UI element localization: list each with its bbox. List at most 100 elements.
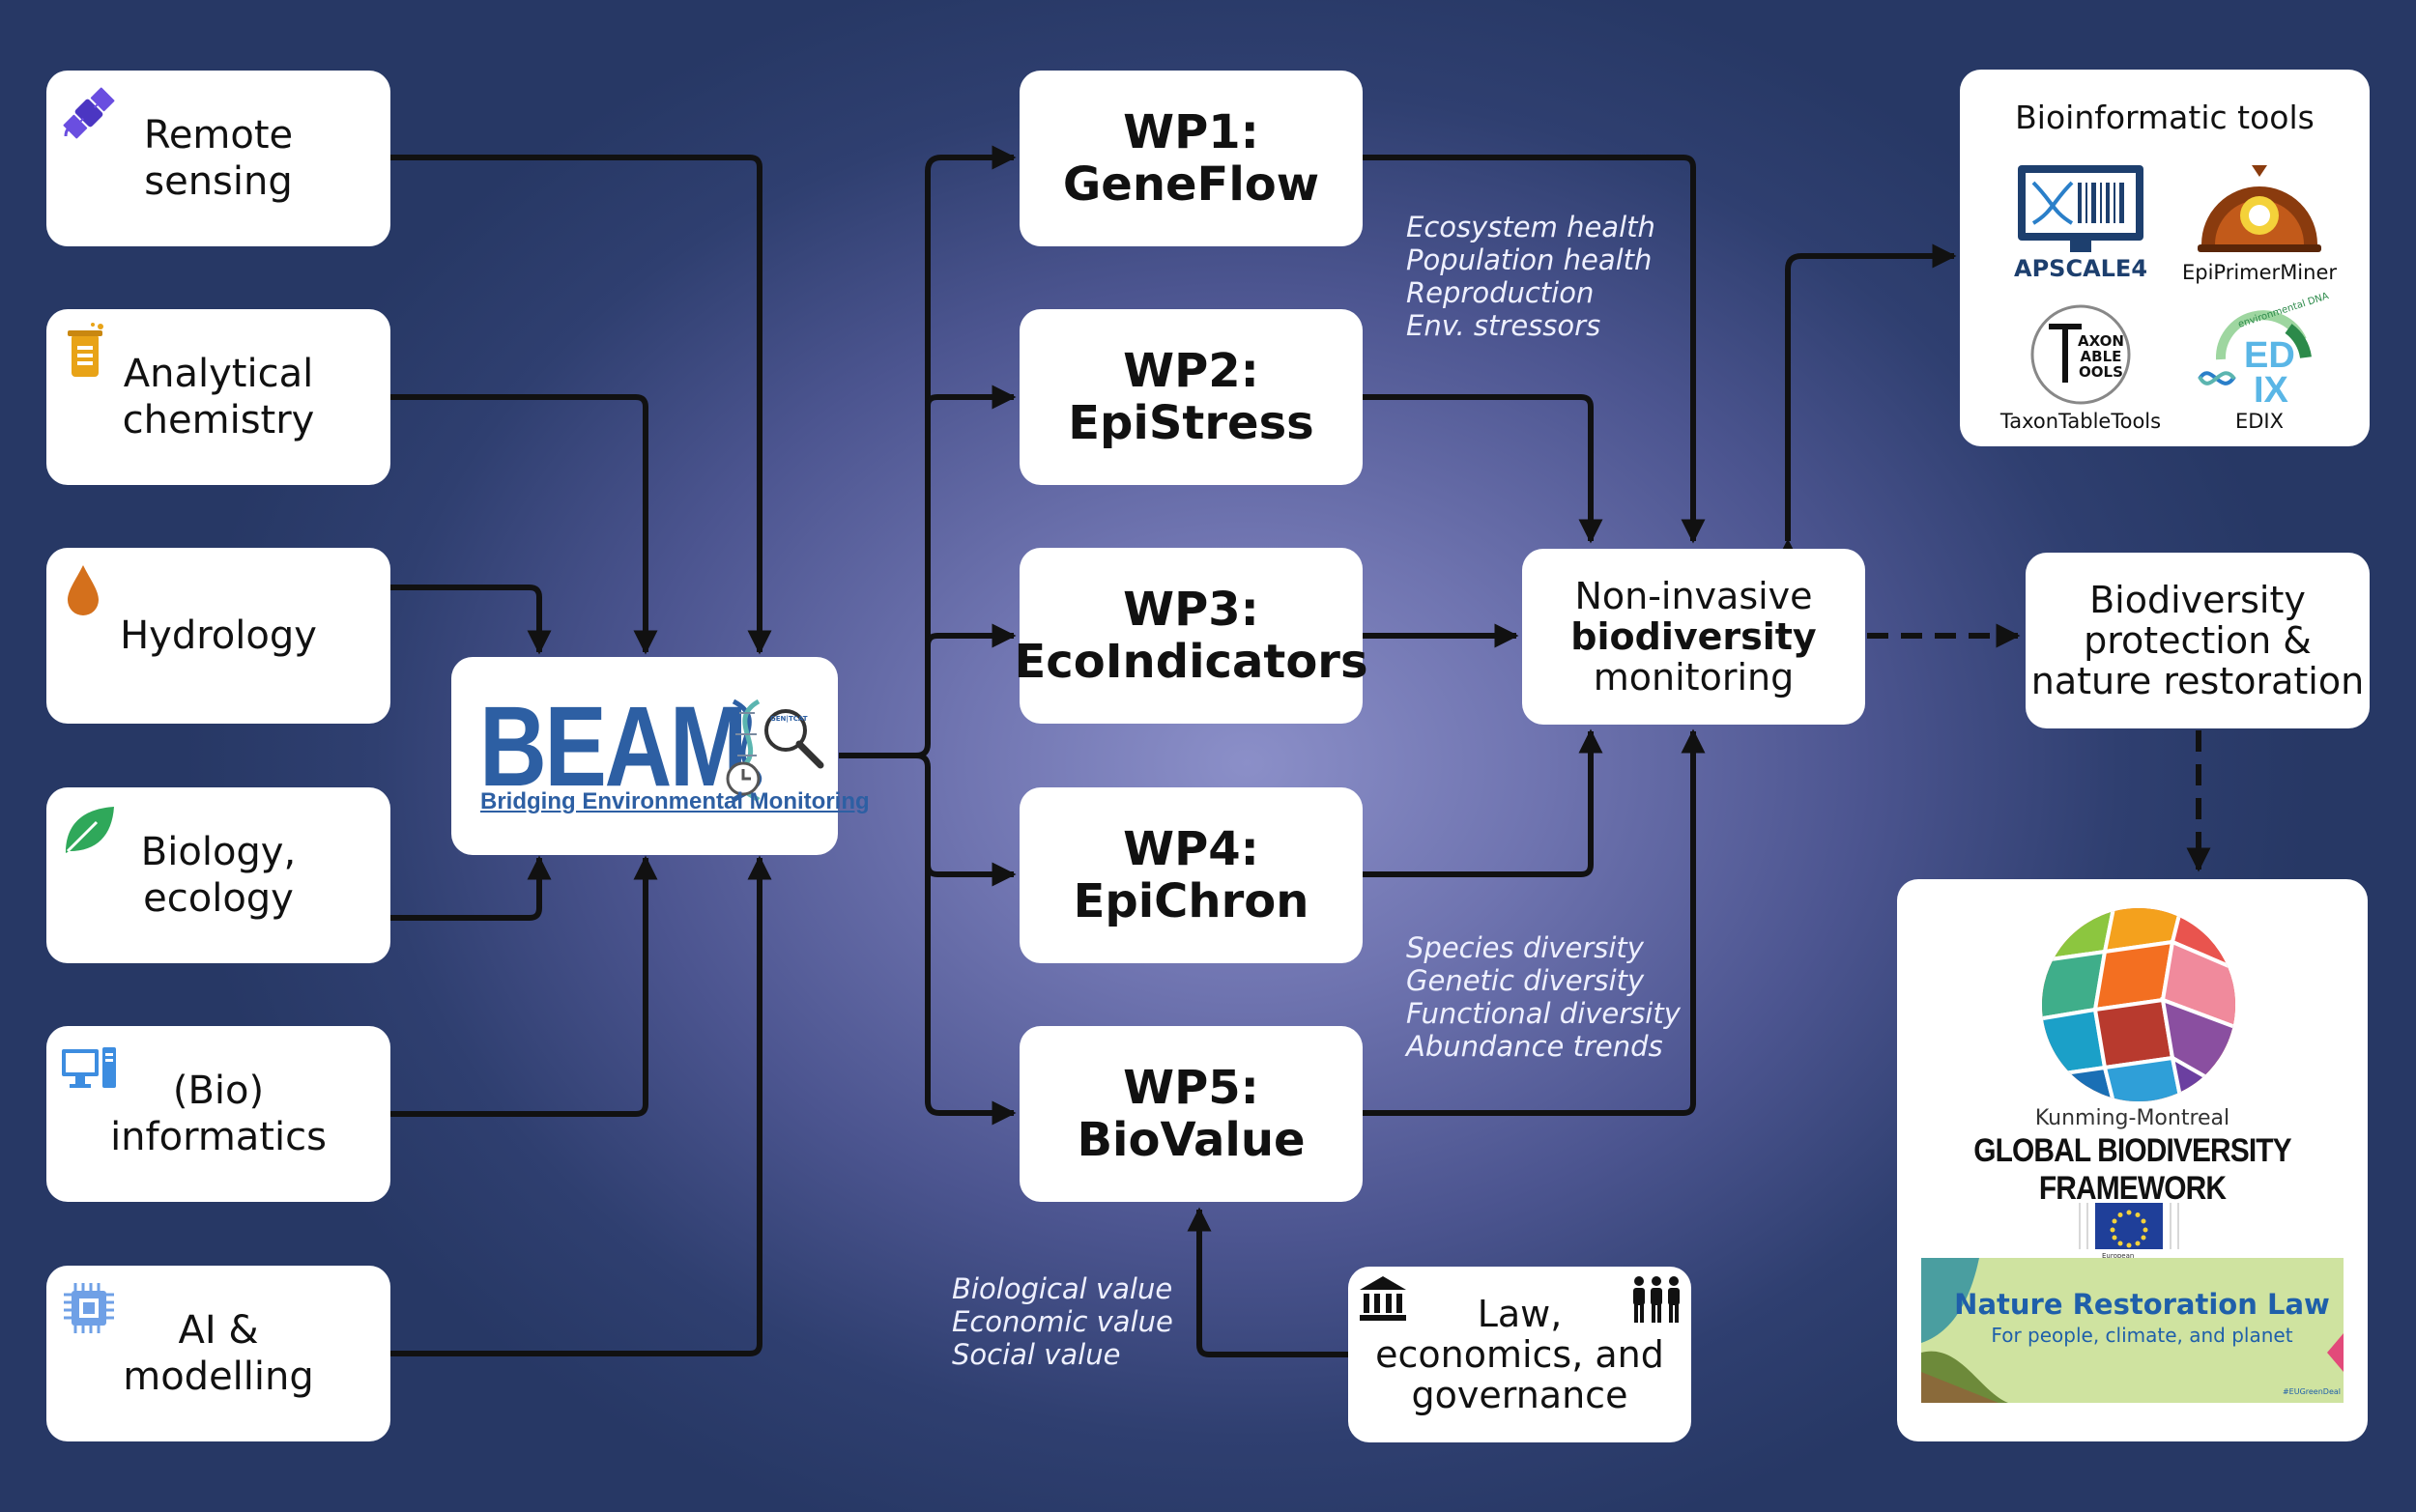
tools-title: Bioinformatic tools bbox=[2015, 99, 2315, 136]
taxon-logo-line: ABLE bbox=[2080, 348, 2122, 365]
edge-hydro-to-beam bbox=[390, 585, 552, 655]
monitoring-line: monitoring bbox=[1593, 656, 1795, 699]
government-building-icon bbox=[1360, 1276, 1406, 1321]
svg-text:ED: ED bbox=[2244, 335, 2295, 376]
svg-text:IX: IX bbox=[2254, 370, 2289, 408]
law-line: economics, and bbox=[1375, 1333, 1664, 1376]
chip-icon bbox=[64, 1283, 114, 1333]
edge-beam-wp1 bbox=[915, 145, 1017, 758]
note-line: Env. stressors bbox=[1406, 309, 1601, 342]
tool-apscale: APSCALE4 bbox=[2014, 255, 2148, 282]
source-label-line: Biology, bbox=[140, 830, 297, 874]
edge-monitoring-tools bbox=[1775, 243, 1957, 563]
edix-logo-icon: ED IX bbox=[2198, 310, 2312, 408]
edge-beam-wp2 bbox=[925, 385, 1017, 410]
edge-remote-to-beam bbox=[390, 155, 772, 655]
source-label-line: sensing bbox=[144, 159, 293, 204]
edge-chem-to-beam bbox=[390, 394, 658, 655]
note-line: Species diversity bbox=[1406, 931, 1644, 964]
water-drop-icon bbox=[68, 565, 99, 615]
note-line: Economic value bbox=[952, 1305, 1173, 1338]
hashtag: #EUGreenDeal bbox=[2282, 1387, 2341, 1396]
wp-name: GeneFlow bbox=[1062, 157, 1320, 212]
protection-line: Biodiversity bbox=[2089, 579, 2306, 621]
tool-epiprimerminer: EpiPrimerMiner bbox=[2181, 261, 2338, 284]
wp-code: WP1: bbox=[1123, 105, 1259, 159]
taxontabletools-logo-icon bbox=[2030, 304, 2131, 405]
source-biology-ecology: Biology, ecology bbox=[46, 787, 390, 963]
nrl-subtitle: For people, climate, and planet bbox=[1991, 1324, 2293, 1347]
wp1-geneflow: WP1: GeneFlow bbox=[1020, 71, 1363, 246]
wp5-biovalue: WP5: BioValue bbox=[1020, 1026, 1363, 1202]
gbf-subtitle: Kunming-Montreal bbox=[2034, 1106, 2230, 1130]
framework-panel: Kunming-Montreal GLOBAL BIODIVERSITY FRA… bbox=[1897, 879, 2368, 1441]
source-label-line: Analytical bbox=[123, 352, 314, 396]
source-ai-modelling: AI & modelling bbox=[46, 1266, 390, 1441]
edge-bio-to-beam bbox=[390, 855, 552, 921]
source-remote-sensing: Remote sensing bbox=[46, 71, 390, 246]
edge-beam-wp4 bbox=[915, 753, 1017, 887]
edge-beam-wp5 bbox=[925, 865, 1017, 1126]
note-line: Population health bbox=[1406, 243, 1653, 276]
source-label-line: Remote bbox=[143, 113, 294, 157]
beam-hub: BEAM GEN|TCAT Bridging Environmental Mon… bbox=[451, 657, 870, 855]
taxon-logo-text: AXON ABLE OOLS bbox=[2078, 333, 2124, 380]
source-label-line: (Bio) bbox=[172, 1069, 265, 1113]
apscale-logo-icon bbox=[2018, 165, 2143, 252]
monitoring-line-bold: biodiversity bbox=[1570, 615, 1817, 658]
beam-badge: GEN|TCAT bbox=[770, 715, 808, 723]
notes-diversity: Species diversity Genetic diversity Func… bbox=[1406, 931, 1681, 1063]
eu-flag-icon bbox=[2079, 1203, 2179, 1249]
note-line: Abundance trends bbox=[1406, 1030, 1663, 1063]
law-box: Law, economics, and governance bbox=[1348, 1267, 1691, 1442]
source-label-line: chemistry bbox=[122, 398, 315, 442]
law-line: governance bbox=[1411, 1374, 1628, 1416]
taxon-logo-line: AXON bbox=[2078, 332, 2124, 350]
edge-wp4-monitoring bbox=[1363, 728, 1603, 877]
protection-line: nature restoration bbox=[2030, 660, 2365, 702]
beam-subtitle: Bridging Environmental Monitoring bbox=[480, 788, 870, 814]
source-label-line: informatics bbox=[110, 1115, 327, 1159]
wp4-epichron: WP4: EpiChron bbox=[1020, 787, 1363, 963]
protection-line: protection & bbox=[2084, 619, 2312, 662]
wp-name: EcoIndicators bbox=[1014, 635, 1368, 689]
dna-magnifier-icon bbox=[726, 699, 824, 803]
taxon-logo-line: OOLS bbox=[2079, 363, 2123, 381]
wp-code: WP2: bbox=[1123, 344, 1259, 398]
edge-informatics-to-beam bbox=[390, 855, 658, 1117]
tool-edix: EDIX bbox=[2234, 410, 2285, 433]
edge-wp1-monitoring bbox=[1363, 155, 1706, 544]
law-line: Law, bbox=[1477, 1293, 1563, 1335]
wp-code: WP4: bbox=[1123, 822, 1259, 876]
source-label-line: AI & bbox=[178, 1308, 259, 1353]
wp-code: WP5: bbox=[1123, 1061, 1259, 1115]
edge-wp5-monitoring bbox=[1363, 728, 1706, 1116]
wp-name: EpiChron bbox=[1073, 874, 1309, 928]
protection-box: Biodiversity protection & nature restora… bbox=[2026, 553, 2370, 728]
edge-law-wp5 bbox=[1187, 1207, 1348, 1357]
notes-value: Biological value Economic value Social v… bbox=[952, 1272, 1173, 1371]
nrl-title: Nature Restoration Law bbox=[1954, 1288, 2330, 1321]
source-hydrology: Hydrology bbox=[46, 548, 390, 724]
note-line: Reproduction bbox=[1406, 276, 1595, 309]
wp-name: EpiStress bbox=[1068, 396, 1314, 450]
wp3-ecoindicators: WP3: EcoIndicators bbox=[1014, 548, 1368, 724]
monitoring-box: Non-invasive biodiversity monitoring bbox=[1522, 549, 1865, 725]
gbf-title: GLOBAL BIODIVERSITY FRAMEWORK bbox=[1973, 1132, 2291, 1207]
satellite-icon bbox=[63, 87, 115, 139]
nature-restoration-banner bbox=[1921, 1258, 2344, 1403]
wp-name: BioValue bbox=[1077, 1113, 1306, 1167]
edge-ai-to-beam bbox=[390, 855, 772, 1356]
source-label-line: ecology bbox=[143, 876, 294, 921]
source-bioinformatics: (Bio) informatics bbox=[46, 1026, 390, 1202]
note-line: Ecosystem health bbox=[1406, 211, 1655, 243]
wp2-epistress: WP2: EpiStress bbox=[1020, 309, 1363, 485]
notes-health: Ecosystem health Population health Repro… bbox=[1406, 211, 1655, 342]
beam-logo-text: BEAM bbox=[479, 683, 748, 811]
computer-icon bbox=[62, 1047, 116, 1088]
biodiversity-globe-icon bbox=[2042, 908, 2235, 1101]
edge-wp2-monitoring bbox=[1363, 394, 1603, 544]
edge-beam-wp3 bbox=[925, 623, 1017, 648]
